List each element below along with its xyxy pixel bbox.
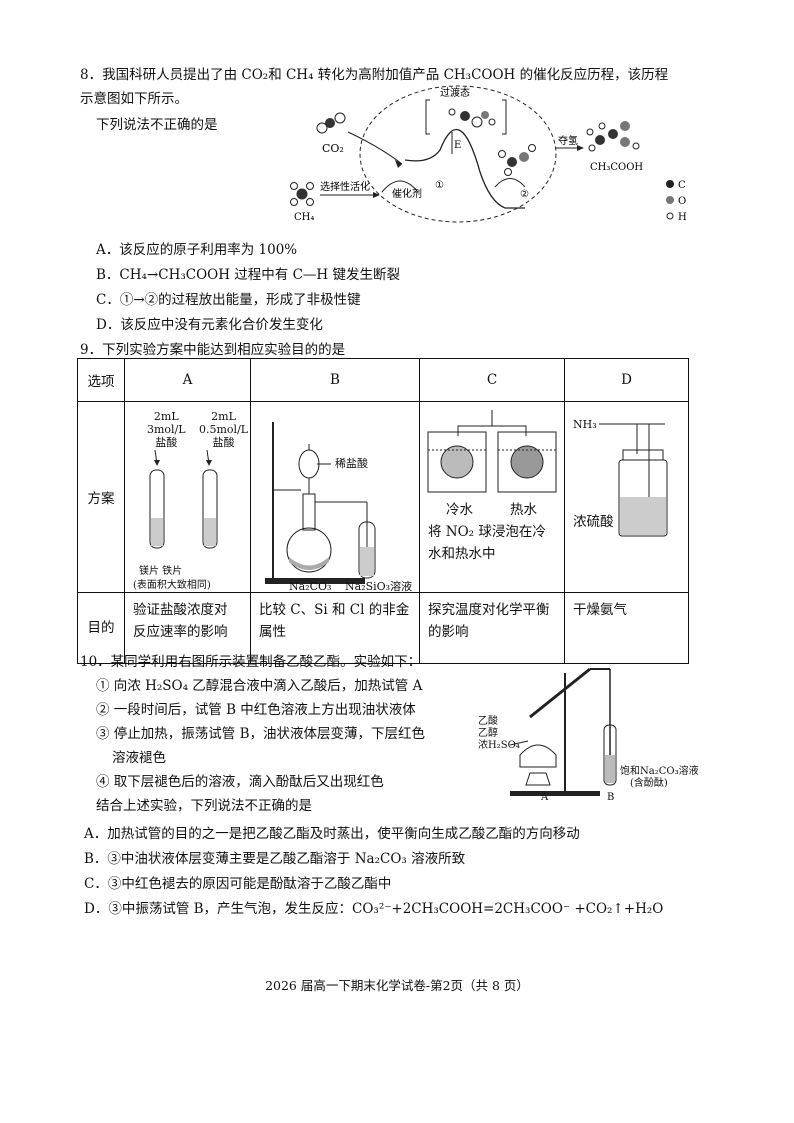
text-label: 反应速率的影响 [133, 624, 228, 640]
ch4-molecule-icon [290, 182, 314, 206]
text-label: 属性 [259, 624, 286, 640]
text-label: 稀盐酸 [335, 457, 368, 470]
text-label: (表面积大致相同) [133, 580, 211, 591]
q10-step1: ① 向浓 H₂SO₄ 乙醇混合液中滴入乙酸后，加热试管 A [96, 678, 423, 694]
q8-stem-line3: 下列说法不正确的是 [96, 117, 218, 133]
q10-step3-cont: 溶液褪色 [112, 750, 166, 766]
text-label: 盐酸 [155, 436, 178, 449]
co2-molecule-icon [316, 112, 346, 134]
text-label: (含酚酞) [630, 778, 668, 789]
q8-reaction-diagram: CO₂ CH₄ 选择性活化 催化剂 ① E 过渡态 ② 夺氢 CH₃COOH C… [290, 85, 687, 223]
step2-label: ② [520, 189, 529, 200]
q10-conclusion: 结合上述实验，下列说法不正确的是 [96, 798, 312, 814]
intermediate-molecule-icon [498, 144, 536, 176]
e-label: E [454, 140, 461, 151]
text-label: 2mL [153, 410, 179, 423]
co2-label: CO₂ [322, 142, 344, 155]
q10-step3: ③ 停止加热，振荡试管 B，油状液体层变薄，下层红色 [96, 726, 426, 742]
step1-label: ① [435, 180, 444, 191]
q8-stem-line1: 8．我国科研人员提出了由 CO₂和 CH₄ 转化为高附加值产品 CH₃COOH … [80, 67, 669, 83]
text-label: 将 NO₂ 球浸泡在冷 [428, 524, 546, 540]
scheme-b: 稀盐酸 Na₂CO₃ Na₂SiO₃溶液 [251, 402, 419, 593]
scheme-d: NH₃ 浓硫酸 [565, 402, 688, 592]
q10-option-c: C．③中红色褪去的原因可能是酚酞溶于乙酸乙酯中 [84, 876, 392, 892]
text-label: 干燥氨气 [573, 602, 627, 618]
text-label: 乙酸 [478, 716, 498, 727]
q10-step4: ④ 取下层褪色后的溶液，滴入酚酞后又出现红色 [96, 774, 384, 790]
q10-tube-b-label: 饱和Na₂CO₃溶液(含酚酞) [620, 766, 699, 790]
text-label: 2mL [211, 410, 236, 423]
test-tubes-a-icon [149, 450, 218, 549]
text-label: 探究温度对化学平衡 [428, 602, 550, 618]
header-b: B [250, 358, 420, 402]
text-label: 验证盐酸浓度对 [133, 602, 228, 618]
q10-apparatus-diagram [509, 667, 617, 796]
dehydro-label: 夺氢 [558, 134, 578, 147]
text-label: Na₂CO₃ [289, 580, 332, 593]
q8-option-b: B．CH₄→CH₃COOH 过程中有 C—H 键发生断裂 [96, 267, 400, 283]
q10-step2: ② 一段时间后，试管 B 中红色溶液上方出现油状液体 [96, 702, 416, 718]
q8-option-c: C．①→②的过程放出能量，形成了非极性键 [96, 292, 361, 308]
text-label: 盐酸 [212, 436, 235, 449]
row-label-option: 选项 [77, 358, 125, 402]
acetic-acid-molecule-icon [586, 121, 640, 152]
activation-label: 选择性活化 [320, 180, 370, 193]
q10-option-d: D．③中振荡试管 B，产生气泡，发生反应：CO₃²⁻+2CH₃COOH=2CH₃… [84, 901, 664, 917]
ch4-label: CH₄ [294, 212, 314, 223]
catalyst-label: 催化剂 [392, 187, 422, 200]
row-label-purpose: 目的 [77, 592, 125, 664]
text-label: Na₂SiO₃溶液 [345, 580, 413, 593]
legend-h: H [678, 212, 687, 223]
text-label: 浓H₂SO₄ [478, 740, 520, 751]
q9-stem: 9．下列实验方案中能达到相应实验目的的是 [80, 342, 346, 358]
text-label: NH₃ [573, 418, 597, 431]
q10-label-b: B [607, 792, 615, 803]
q8-option-d: D．该反应中没有元素化合价发生变化 [96, 317, 323, 333]
q10-option-b: B．③中油状液体层变薄主要是乙酸乙酯溶于 Na₂CO₃ 溶液所致 [84, 851, 466, 867]
q8-stem-line2: 示意图如下所示。 [80, 91, 188, 107]
product-label: CH₃COOH [590, 162, 643, 173]
text-label: 3mol/L [147, 423, 186, 436]
legend-o: O [678, 196, 686, 207]
text-label: 镁片 铁片 [139, 566, 183, 577]
text-label: 饱和Na₂CO₃溶液 [620, 766, 699, 777]
transition-label: 过渡态 [440, 86, 470, 99]
text-label: 浓硫酸 [573, 514, 614, 530]
page-footer: 2026 届高一下期末化学试卷-第2页（共 8 页） [265, 978, 529, 993]
q10-option-a: A．加热试管的目的之一是把乙酸乙酯及时蒸出，使平衡向生成乙酸乙酯的方向移动 [84, 826, 580, 842]
transition-molecule-icon [448, 108, 496, 128]
q10-mix-label: 乙酸乙醇浓H₂SO₄ [478, 716, 520, 752]
text-label: 乙醇 [478, 728, 498, 739]
q10-stem: 10．某同学利用右图所示装置制备乙酸乙酯。实验如下： [80, 654, 422, 670]
text-label: 水和热水中 [428, 546, 496, 562]
text-label: 热水 [510, 502, 537, 518]
q10-label-a: A [541, 792, 549, 803]
legend-c: C [678, 180, 686, 191]
text-label: 冷水 [446, 502, 473, 518]
text-label: 比较 C、Si 和 Cl 的非金 [259, 602, 410, 618]
gas-washing-bottle-d-icon [599, 423, 668, 537]
text-label: 的影响 [428, 624, 469, 640]
header-d: D [564, 358, 689, 402]
scheme-c: 冷水 热水 将 NO₂ 球浸泡在冷 水和热水中 [420, 402, 564, 592]
row-label-scheme: 方案 [77, 401, 125, 593]
text-label: 0.5mol/L [199, 423, 249, 436]
header-c: C [419, 358, 565, 402]
apparatus-b-icon [265, 422, 376, 584]
header-a: A [124, 358, 251, 402]
q8-option-a: A．该反应的原子利用率为 100% [96, 242, 298, 258]
no2-balls-c-icon [427, 410, 557, 493]
